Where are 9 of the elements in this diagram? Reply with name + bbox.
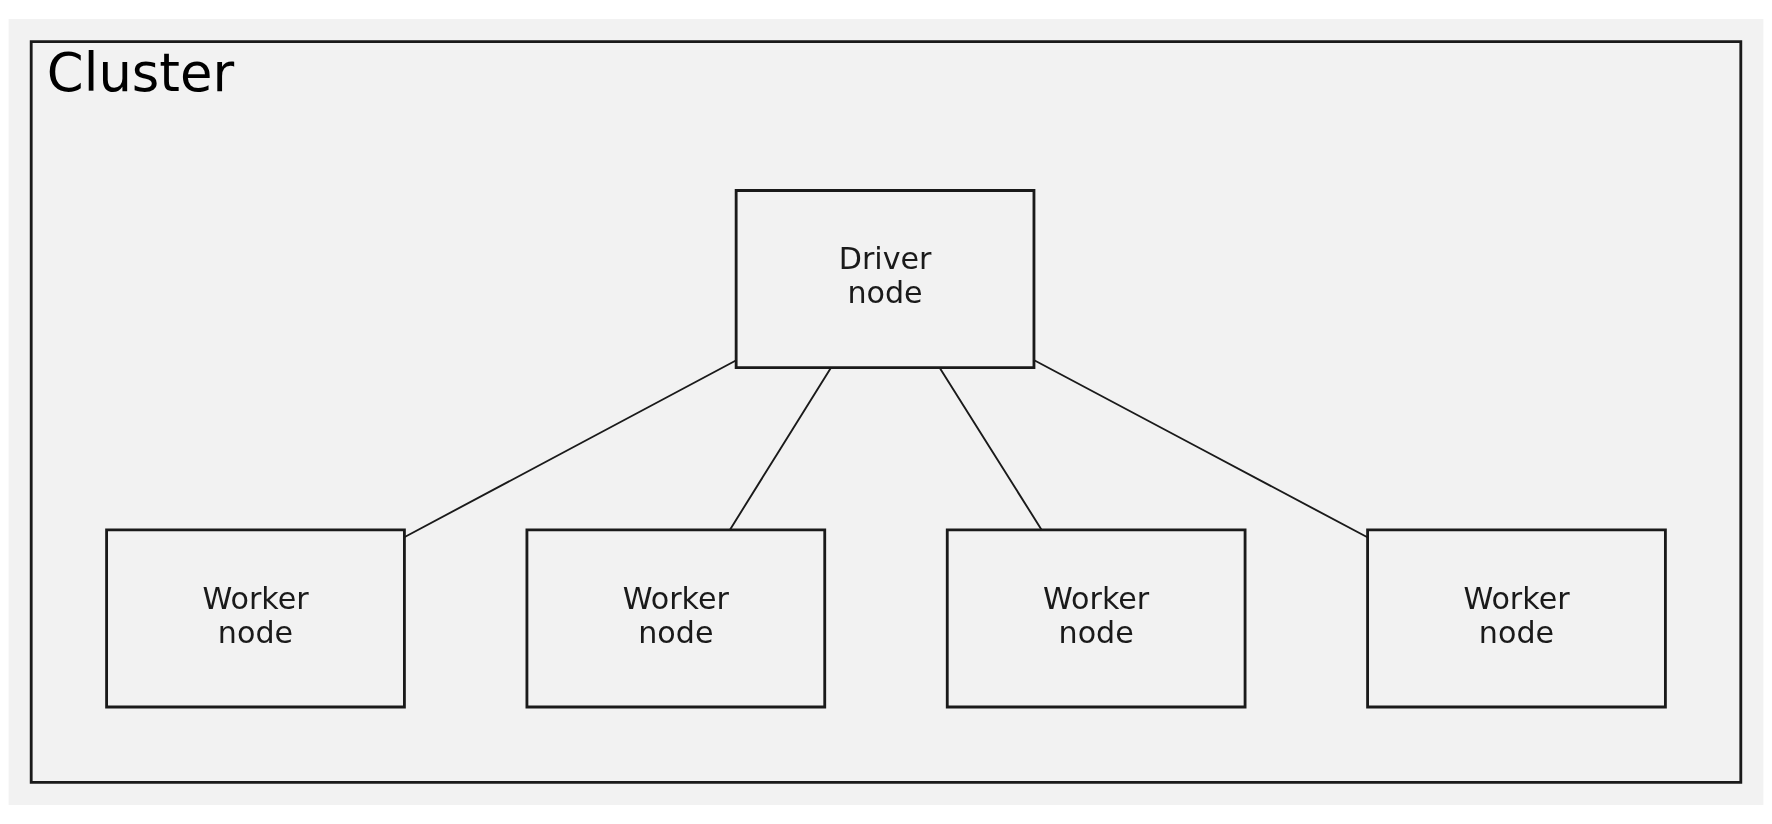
node-box: Driver node (734, 189, 1036, 370)
node-box: Worker node (525, 528, 827, 709)
connector (403, 359, 737, 538)
connector (729, 367, 832, 531)
node-box: Worker node (105, 528, 406, 709)
connector (939, 367, 1043, 531)
node-box: Worker node (945, 528, 1247, 709)
node-box: Worker node (1366, 528, 1667, 709)
connector (1033, 359, 1369, 539)
